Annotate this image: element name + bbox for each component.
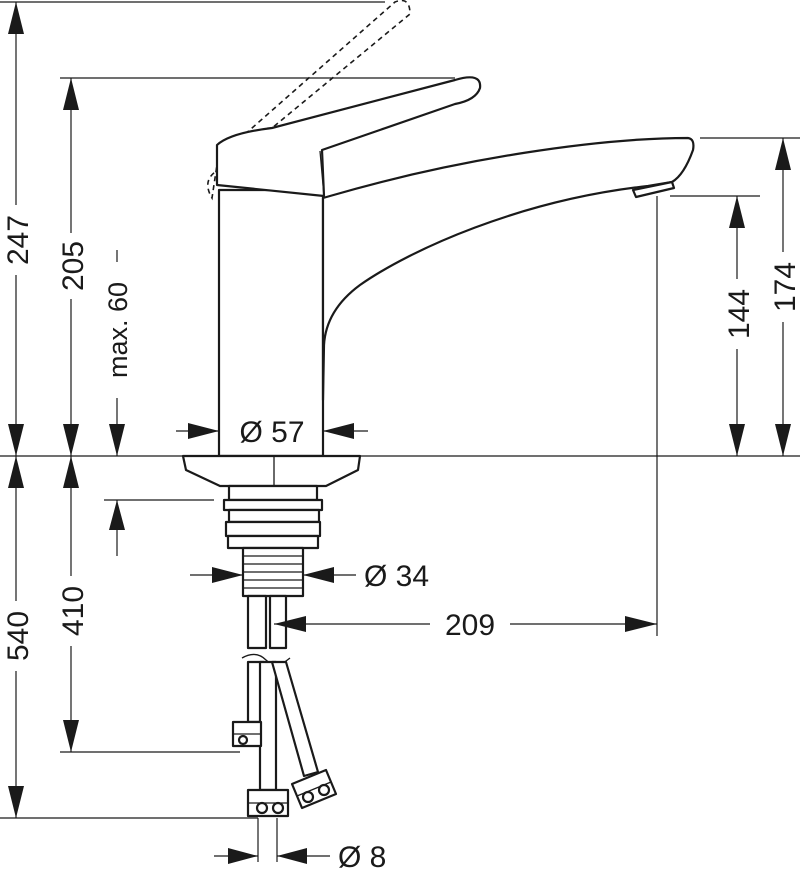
mounting-clamp [226, 534, 320, 550]
dim-205: 205 [55, 78, 90, 456]
hose-fitting-2 [246, 788, 290, 818]
dim-label-144: 144 [723, 289, 756, 339]
dim-144: 144 [721, 196, 756, 456]
dim-label-205: 205 [57, 241, 90, 291]
dim-label-diameter-34: Ø 34 [364, 560, 429, 593]
hose-fitting-3 [290, 768, 338, 810]
dim-174: 174 [767, 138, 800, 456]
dim-label-410: 410 [57, 586, 90, 636]
spout [321, 136, 695, 402]
dim-247: 247 [0, 2, 35, 456]
dim-209: 209 [274, 604, 657, 644]
base-plate [181, 454, 362, 488]
lever-edge [319, 150, 325, 197]
hose-upper-right [268, 594, 288, 650]
hose-upper-left [246, 594, 268, 650]
dim-label-247: 247 [2, 215, 35, 265]
hose-lower-c [270, 660, 320, 778]
dim-label-diameter-8: Ø 8 [338, 841, 386, 874]
dim-label-540: 540 [2, 611, 35, 661]
dim-diameter-34: Ø 34 [190, 560, 429, 593]
dim-410: 410 [55, 456, 90, 752]
mounting-washer [222, 498, 324, 512]
hose-fitting-1 [231, 720, 263, 748]
dim-label-174: 174 [769, 262, 800, 312]
lever-handle [215, 76, 482, 198]
dim-label-209: 209 [445, 609, 495, 642]
dim-label-max-60: max. 60 [103, 282, 133, 378]
dim-540: 540 [0, 456, 35, 818]
mounting-nut-top [227, 484, 319, 502]
dim-max-60: max. 60 [102, 250, 133, 556]
mounting-bracket [224, 520, 322, 538]
mounting-ring [227, 508, 321, 524]
dim-diameter-8: Ø 8 [214, 841, 386, 874]
faucet-body [217, 188, 325, 458]
hose-lower-b [258, 660, 278, 792]
dim-diameter-57: Ø 57 [176, 416, 368, 449]
dim-label-diameter-57: Ø 57 [239, 416, 304, 449]
thread-lines [243, 555, 303, 589]
aerator [631, 180, 676, 199]
